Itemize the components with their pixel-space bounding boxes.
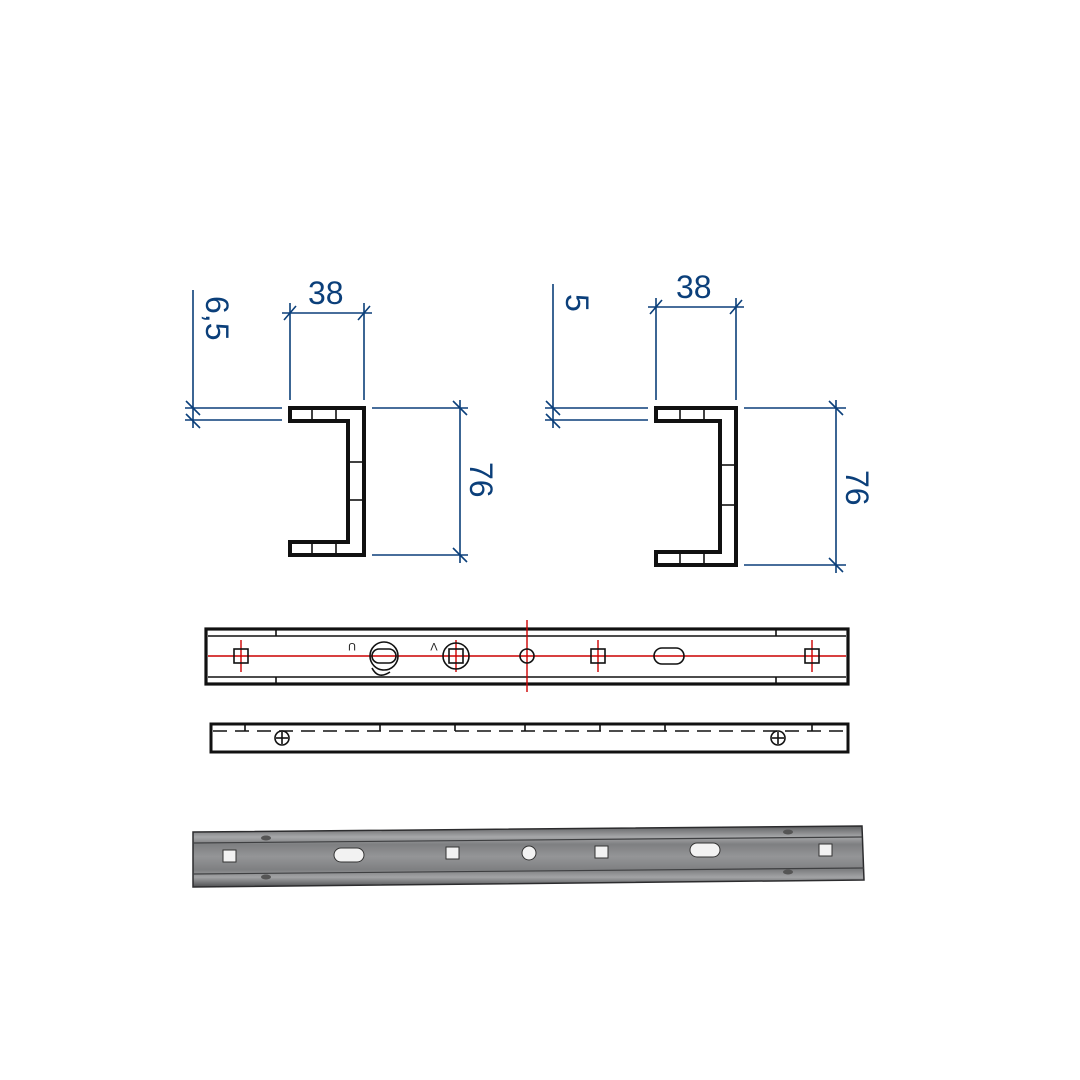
square-hole	[222, 849, 237, 863]
rivet	[261, 835, 271, 841]
square-hole	[445, 846, 460, 860]
channel-outline-right	[654, 406, 738, 567]
rivet	[783, 829, 793, 835]
fastener-v: V	[430, 640, 470, 670]
round-hole	[521, 845, 537, 861]
bolt-head	[770, 730, 786, 746]
fastener-u-mark: U	[348, 640, 356, 652]
rivet	[261, 874, 271, 880]
rail-top-view: U V	[204, 620, 850, 692]
round-hole	[519, 648, 535, 664]
thickness-dimension-left: 6,5	[185, 290, 282, 429]
slot-hole	[689, 842, 721, 858]
width-label-right: 38	[676, 269, 712, 305]
profile-right: 5 38 76	[545, 269, 875, 573]
rail-side-outline	[209, 722, 850, 754]
width-dimension-left: 38	[282, 275, 372, 400]
rail-rendering	[192, 825, 865, 888]
channel-outline-left	[288, 406, 366, 557]
thickness-label-left: 6,5	[199, 296, 235, 340]
square-hole	[818, 843, 833, 857]
slot-hole	[653, 647, 685, 665]
height-label-right: 76	[839, 470, 875, 506]
square-hole	[804, 648, 820, 664]
width-dimension-right: 38	[648, 269, 744, 400]
slot-hole	[333, 847, 365, 863]
thickness-label-right: 5	[559, 294, 595, 312]
square-hole	[233, 648, 249, 664]
square-hole	[594, 845, 609, 859]
square-hole	[590, 648, 606, 664]
profile-left: 6,5 38 76	[185, 275, 499, 563]
height-dimension-left: 76	[372, 400, 499, 563]
height-label-left: 76	[463, 462, 499, 498]
thickness-dimension-right: 5	[545, 284, 648, 429]
bolt-head	[274, 730, 290, 746]
fastener-u: U	[348, 640, 399, 676]
rail-side-view	[209, 722, 850, 754]
rivet	[783, 869, 793, 875]
fastener-v-mark: V	[430, 640, 438, 652]
height-dimension-right: 76	[744, 400, 875, 573]
width-label-left: 38	[308, 275, 344, 311]
